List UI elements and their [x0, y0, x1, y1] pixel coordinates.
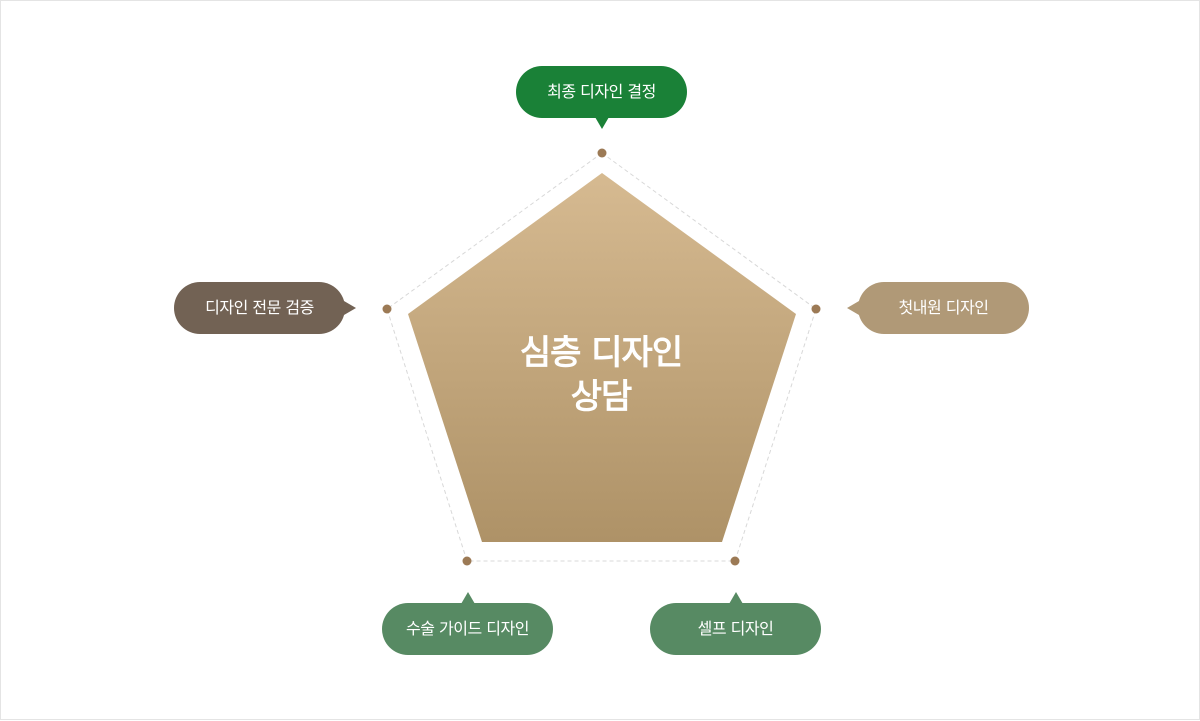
center-label: 심층 디자인 상담: [451, 331, 751, 419]
center-pentagon: [408, 173, 796, 542]
vertex-dot-top: [597, 148, 607, 158]
node-first-visit-design: 첫내원 디자인: [847, 282, 1029, 334]
vertex-dot-left: [382, 304, 392, 314]
center-label-line2: 상담: [570, 377, 633, 417]
node-final-design-decision: 최종 디자인 결정: [516, 66, 687, 129]
vertex-dot-bottom-left: [462, 556, 472, 566]
center-label-line1: 심층 디자인: [519, 333, 683, 373]
dashed-outline: [386, 152, 817, 562]
node-surgical-guide-design: 수술 가이드 디자인: [382, 592, 553, 655]
vertex-dot-bottom-right: [730, 556, 740, 566]
node-design-expert-verification: 디자인 전문 검증: [174, 282, 356, 334]
vertex-dot-right: [811, 304, 821, 314]
node-self-design: 셀프 디자인: [650, 592, 821, 655]
